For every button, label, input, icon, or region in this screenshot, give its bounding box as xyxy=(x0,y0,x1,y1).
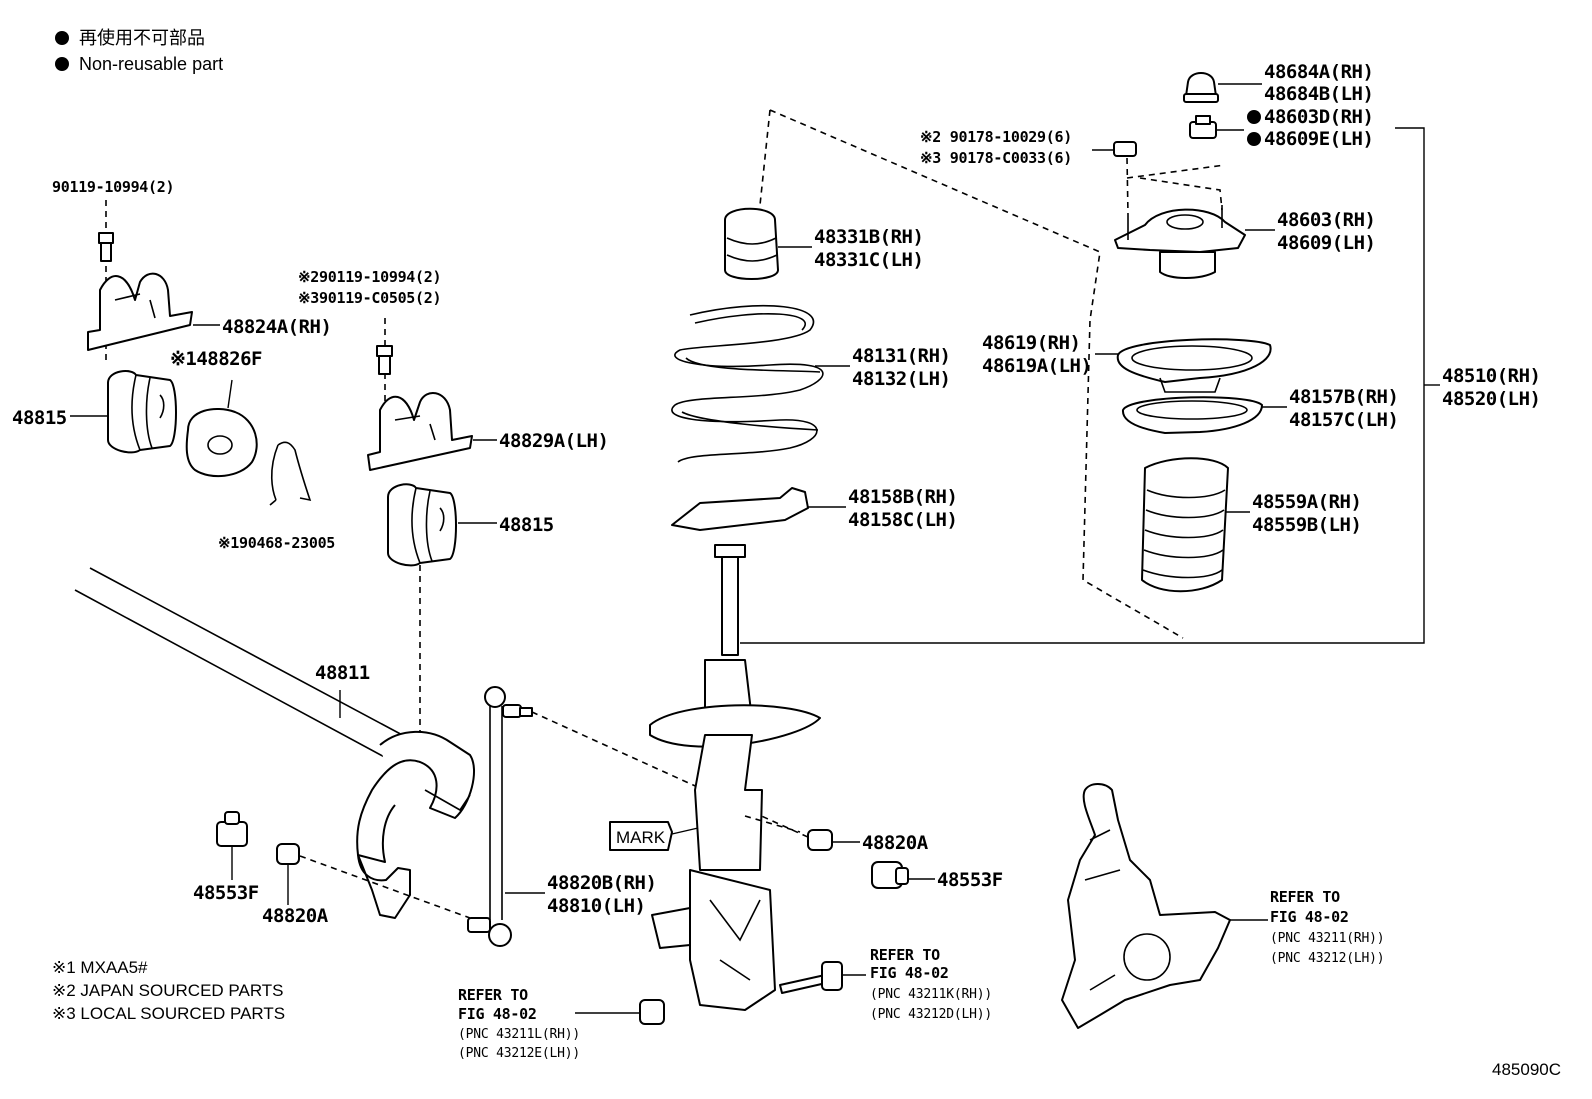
label-48619A: 48619A(LH) xyxy=(982,355,1091,377)
strut-mount-48603 xyxy=(1114,205,1246,279)
label-48684B: 48684B(LH) xyxy=(1264,83,1373,105)
bolt-90119-C0505 xyxy=(376,318,393,455)
assembly-outline xyxy=(759,109,1184,639)
strut-bolt-ref xyxy=(779,961,866,994)
legend-jp: 再使用不可部品 xyxy=(79,28,205,48)
bump-stopper-48331B xyxy=(724,207,779,280)
stabilizer-link-48820B xyxy=(467,686,811,947)
refer-mid-2: FIG 48-02 xyxy=(870,964,949,982)
label-48158C: 48158C(LH) xyxy=(848,509,957,531)
nut-48553F-right xyxy=(871,861,909,889)
label-48553F-right: 48553F xyxy=(937,869,1003,891)
refer-left-4: (PNC 43212E(LH)) xyxy=(458,1046,580,1061)
stabilizer-bushing-48815-left xyxy=(107,370,177,454)
refer-right-3: (PNC 43211(RH)) xyxy=(1270,931,1384,946)
label-48815-mid: 48815 xyxy=(499,514,554,536)
label-48510: 48510(RH) xyxy=(1442,365,1540,387)
non-reusable-dot-icon xyxy=(1247,110,1261,124)
non-reusable-dot-icon xyxy=(55,57,69,71)
legend: 再使用不可部品 Non-reusable part xyxy=(55,28,223,74)
label-48331B: 48331B(RH) xyxy=(814,226,923,248)
nut-48820A-right xyxy=(807,829,833,851)
refer-left-2: FIG 48-02 xyxy=(458,1005,537,1023)
shock-absorber-strut xyxy=(649,544,821,1011)
label-48603: 48603(RH) xyxy=(1277,209,1375,231)
label-48684A: 48684A(RH) xyxy=(1264,61,1373,83)
nut-48603D xyxy=(1189,115,1217,139)
footnote-2: ※2 JAPAN SOURCED PARTS xyxy=(52,981,284,1000)
label-48811: 48811 xyxy=(315,662,370,684)
label-48619: 48619(RH) xyxy=(982,332,1080,354)
legend-en: Non-reusable part xyxy=(79,54,223,74)
nut-48820A-left xyxy=(276,843,471,919)
label-48157B: 48157B(RH) xyxy=(1289,386,1398,408)
refer-right-2: FIG 48-02 xyxy=(1270,908,1349,926)
refer-mid-4: (PNC 43212D(LH)) xyxy=(870,1007,992,1022)
label-90119-10994: 90119-10994(2) xyxy=(52,178,174,196)
stabilizer-bar-48811 xyxy=(74,567,475,919)
mark-callout: MARK xyxy=(609,821,699,851)
label-48131: 48131(RH) xyxy=(852,345,950,367)
label-48810: 48810(LH) xyxy=(547,895,645,917)
label-mark: MARK xyxy=(616,828,666,847)
figure-id: 485090C xyxy=(1492,1060,1561,1079)
shim-48826F xyxy=(185,379,258,478)
lower-nut-ref xyxy=(575,999,665,1025)
stabilizer-bushing-48815-mid xyxy=(387,483,457,567)
non-reusable-dot-icon xyxy=(1247,132,1261,146)
footnote-3: ※3 LOCAL SOURCED PARTS xyxy=(52,1004,285,1023)
nut-48553F-left xyxy=(216,811,248,880)
footnotes: ※1 MXAA5# ※2 JAPAN SOURCED PARTS ※3 LOCA… xyxy=(52,958,285,1023)
label-48820A-right: 48820A xyxy=(862,832,929,854)
label-48520: 48520(LH) xyxy=(1442,388,1540,410)
steering-knuckle xyxy=(1061,783,1231,1029)
label-90178-10029: ※2 90178-10029(6) xyxy=(920,128,1072,146)
label-48820A-left: 48820A xyxy=(262,905,329,927)
label-48609: 48609(LH) xyxy=(1277,232,1375,254)
label-48331C: 48331C(LH) xyxy=(814,249,923,271)
label-48553F-left: 48553F xyxy=(193,882,259,904)
label-90119-10994-j: ※290119-10994(2) xyxy=(298,268,441,286)
stabilizer-bracket-48829A xyxy=(367,392,473,471)
cap-48684A xyxy=(1183,72,1219,103)
label-48826F: ※148826F xyxy=(170,348,262,370)
spring-insulator-48158B xyxy=(671,487,809,531)
spring-seat-48157B xyxy=(1122,396,1263,434)
label-48603D: 48603D(RH) xyxy=(1264,106,1373,128)
label-90468-23005: ※190468-23005 xyxy=(218,534,335,552)
coil-spring-48131 xyxy=(671,304,824,463)
dust-boot-48559A xyxy=(1141,457,1229,593)
spring-seat-48619 xyxy=(1116,338,1272,393)
footnote-1: ※1 MXAA5# xyxy=(52,958,148,977)
non-reusable-dot-icon xyxy=(55,31,69,45)
label-48559B: 48559B(LH) xyxy=(1252,514,1361,536)
clip-90468-23005 xyxy=(269,441,312,506)
label-90178-C0033: ※3 90178-C0033(6) xyxy=(920,149,1072,167)
label-90119-C0505: ※390119-C0505(2) xyxy=(298,289,441,307)
label-48559A: 48559A(RH) xyxy=(1252,491,1361,513)
refer-right-1: REFER TO xyxy=(1270,888,1340,906)
refer-left-1: REFER TO xyxy=(458,986,528,1004)
label-48815-left: 48815 xyxy=(12,407,67,429)
refer-right-4: (PNC 43212(LH)) xyxy=(1270,951,1384,966)
label-48157C: 48157C(LH) xyxy=(1289,409,1398,431)
label-48609E: 48609E(LH) xyxy=(1264,128,1373,150)
refer-left-3: (PNC 43211L(RH)) xyxy=(458,1027,580,1042)
refer-mid-3: (PNC 43211K(RH)) xyxy=(870,987,992,1002)
stabilizer-bracket-48824A xyxy=(87,272,193,351)
label-48824A: 48824A(RH) xyxy=(222,316,331,338)
nut-90178 xyxy=(1092,141,1226,216)
label-48820B: 48820B(RH) xyxy=(547,872,656,894)
label-48132: 48132(LH) xyxy=(852,368,950,390)
label-48829A: 48829A(LH) xyxy=(499,430,608,452)
label-48158B: 48158B(RH) xyxy=(848,486,957,508)
refer-mid-1: REFER TO xyxy=(870,946,940,964)
